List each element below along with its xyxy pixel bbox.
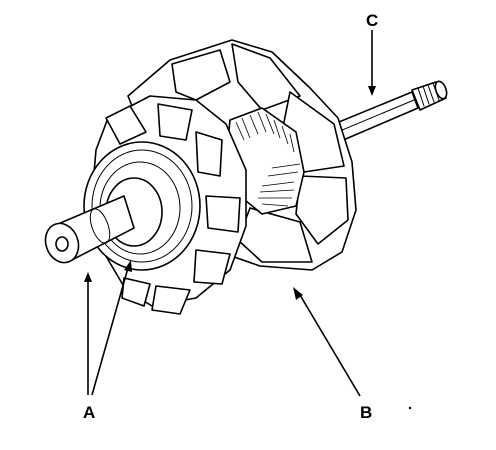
callout-label-b: B [360,403,372,422]
front-shaft-stub [44,195,135,264]
leader-lines [84,30,376,397]
callout-label-c: C [366,11,378,30]
callout-label-a: A [83,403,95,422]
speck [408,406,412,410]
